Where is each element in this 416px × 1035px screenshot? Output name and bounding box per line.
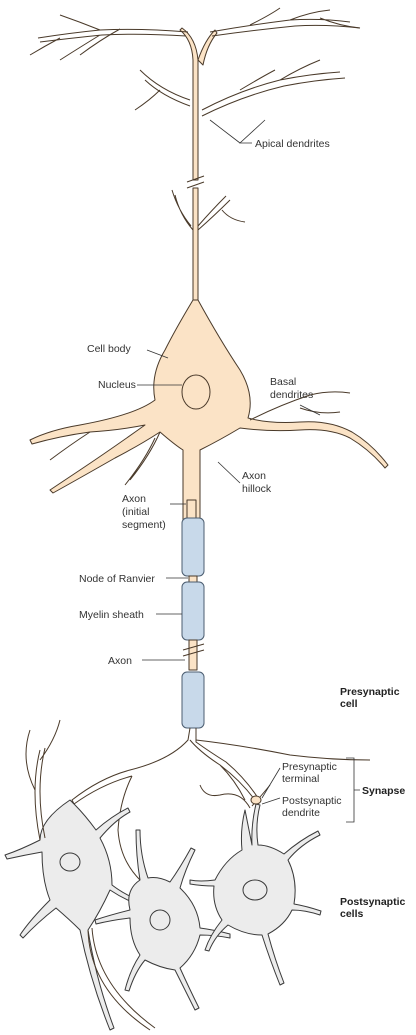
myelin-segment-1 [182, 518, 204, 576]
label-axon-hillock-line2: hillock [242, 483, 272, 495]
label-presynaptic-cell-line1: Presynaptic [340, 686, 400, 698]
postsynaptic-nucleus-middle [150, 910, 170, 930]
apical-branch-lower-left [135, 70, 190, 110]
apical-trunk [180, 28, 198, 180]
label-presynaptic-cell-line2: cell [340, 698, 358, 710]
label-presynaptic-terminal-line2: terminal [282, 773, 319, 785]
label-axon-initial-line3: segment) [122, 519, 166, 531]
label-cell-body: Cell body [87, 343, 132, 355]
label-postsynaptic-cells-line2: cells [340, 908, 364, 920]
axon-initial-segment [187, 500, 196, 520]
postsynaptic-cells [5, 720, 321, 1030]
label-axon-initial-line2: (initial [122, 506, 149, 518]
label-postsynaptic-dendrite-line1: Postsynaptic [282, 795, 342, 807]
label-apical-dendrites: Apical dendrites [255, 138, 330, 150]
label-axon: Axon [108, 655, 132, 667]
label-basal-dendrites-line2: dendrites [270, 389, 313, 401]
label-postsynaptic-dendrite-line2: dendrite [282, 807, 320, 819]
cell-body [30, 300, 388, 520]
soma [30, 300, 388, 520]
apical-branch-right [210, 8, 360, 32]
presynaptic-terminal-bouton [251, 796, 261, 804]
postsynaptic-nucleus-right [243, 880, 267, 900]
apical-branch-lower-right [202, 60, 340, 110]
postsynaptic-nucleus-left [60, 853, 80, 871]
myelin-segment-2 [182, 582, 204, 640]
label-axon-hillock-line1: Axon [242, 470, 266, 482]
label-axon-initial-line1: Axon [122, 493, 146, 505]
label-presynaptic-terminal-line1: Presynaptic [282, 761, 337, 773]
myelin-segment-3 [182, 672, 204, 728]
label-basal-dendrites-line1: Basal [270, 376, 296, 388]
label-nucleus: Nucleus [98, 379, 136, 391]
nucleus [182, 375, 210, 409]
label-synapse: Synapse [362, 785, 405, 797]
label-node-of-ranvier: Node of Ranvier [79, 573, 155, 585]
label-postsynaptic-cells-line1: Postsynaptic [340, 896, 406, 908]
apical-dendrites [30, 8, 360, 300]
axon [72, 500, 370, 880]
labels: Apical dendrites Cell body Nucleus Basal… [79, 138, 406, 920]
label-myelin-sheath: Myelin sheath [79, 609, 144, 621]
